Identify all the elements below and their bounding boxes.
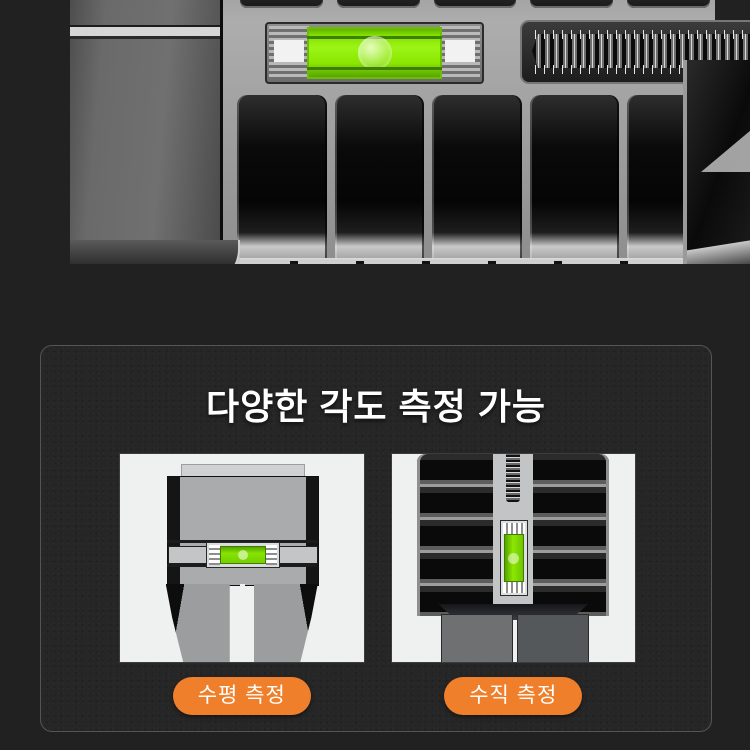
vial-cap-top — [503, 523, 526, 534]
clamp-jaw-right — [253, 584, 318, 662]
vial-cap-bottom — [503, 582, 526, 593]
horizontal-bubble-level-vial — [265, 22, 484, 84]
clamp-body — [166, 476, 319, 586]
grip-fins-left — [417, 454, 494, 616]
vial-window-left — [274, 40, 304, 62]
slot-1 — [240, 0, 323, 8]
tool-right-handle — [683, 60, 750, 290]
fin-2 — [334, 95, 425, 267]
feature-card-row — [119, 453, 636, 663]
fin-1 — [237, 95, 327, 267]
rod-thread-top-edge — [532, 30, 750, 39]
vertical-measurement-button[interactable]: 수직 측정 — [444, 677, 583, 715]
horizontal-measurement-button[interactable]: 수평 측정 — [172, 677, 311, 715]
slot-4 — [530, 0, 614, 8]
feature-button-row: 수평 측정 수직 측정 — [119, 677, 636, 715]
vial-bubble — [357, 36, 392, 70]
slot-2 — [336, 0, 420, 8]
feature-panel: 다양한 각도 측정 가능 — [40, 345, 712, 732]
rod-thread-bottom-edge — [532, 65, 750, 74]
vial-green-liquid — [504, 534, 525, 582]
grip-fins-right — [533, 454, 610, 616]
tool-foot-left — [441, 614, 514, 662]
fin-4 — [529, 95, 620, 267]
vial-bubble — [237, 550, 248, 560]
slot-5 — [627, 0, 710, 8]
tool-foot-right — [517, 614, 590, 662]
vial-bubble — [508, 553, 520, 564]
vial-green-liquid — [307, 27, 442, 79]
vertical-level-vial-diagram — [500, 520, 529, 596]
clamp-jaw-gap — [239, 584, 245, 662]
feature-panel-title: 다양한 각도 측정 가능 — [205, 386, 547, 427]
vial-window-right — [445, 40, 475, 62]
vial-green-liquid — [219, 546, 266, 564]
vial-cap-right — [265, 545, 277, 565]
vertical-button-cell: 수직 측정 — [391, 677, 637, 715]
horizontal-measurement-card[interactable] — [119, 453, 365, 663]
slot-3 — [433, 0, 517, 8]
hero-product-image — [0, 0, 750, 310]
clamp-seam-upper — [166, 540, 317, 543]
horizontal-level-vial-diagram — [205, 542, 280, 568]
hero-bottom-fade — [0, 264, 750, 310]
tool-grip-fins — [237, 95, 717, 267]
threaded-screw-diagram — [506, 454, 521, 502]
vial-cap-left — [208, 545, 220, 565]
clamp-jaw-left — [165, 584, 230, 662]
tool-top-slots — [240, 0, 710, 8]
horizontal-button-cell: 수평 측정 — [119, 677, 365, 715]
tool-left-block — [70, 0, 223, 265]
fin-3 — [432, 95, 522, 267]
vertical-measurement-card[interactable] — [390, 453, 636, 663]
